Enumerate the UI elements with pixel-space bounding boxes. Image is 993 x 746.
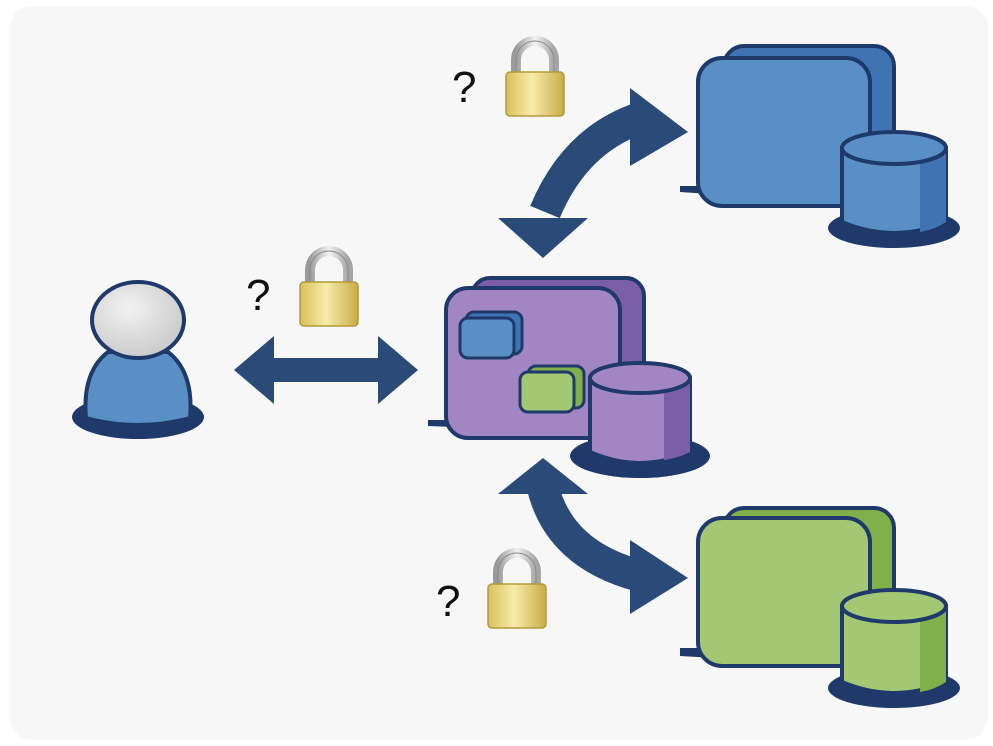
window-icon-green <box>518 364 586 414</box>
question-mark-top: ? <box>452 63 476 112</box>
server-icon-top <box>680 44 960 248</box>
curved-arrow-icon-top <box>498 88 688 258</box>
question-mark-middle: ? <box>246 271 270 320</box>
central-server-icon <box>428 276 710 478</box>
curved-arrow-icon-bottom <box>498 458 688 614</box>
database-icon-purple <box>570 361 710 478</box>
window-icon-blue <box>458 310 524 360</box>
database-icon-green <box>828 588 960 708</box>
user-icon <box>72 280 204 439</box>
database-icon-blue <box>828 130 960 248</box>
question-mark-bottom: ? <box>436 577 460 626</box>
double-arrow-icon <box>234 336 418 404</box>
server-icon-bottom <box>680 506 960 708</box>
